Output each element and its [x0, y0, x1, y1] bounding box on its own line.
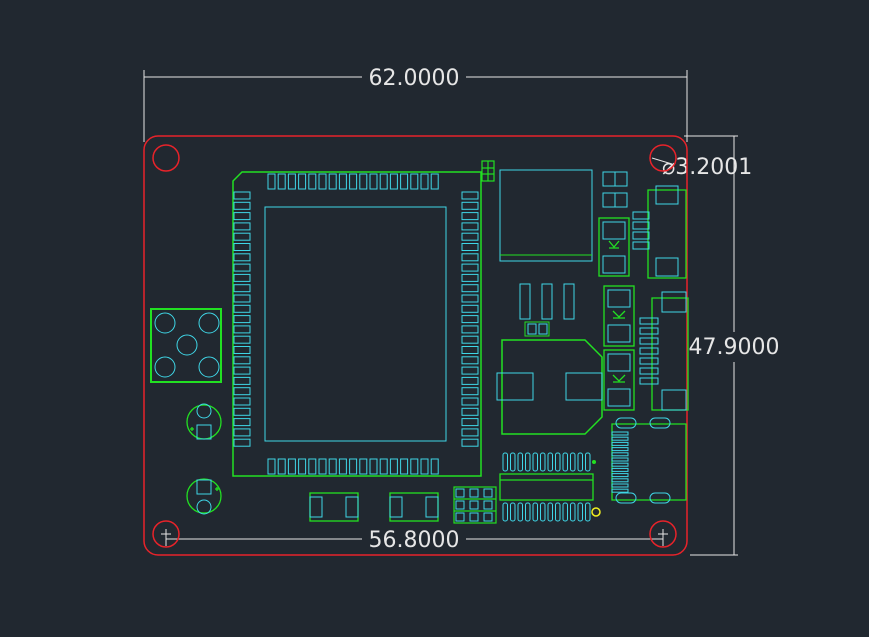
connector-top-right [632, 185, 687, 279]
tactile-switch [150, 308, 222, 383]
pin1-marker [591, 507, 601, 517]
mounting-holes [152, 144, 677, 548]
dimension-hole-diameter-label: ⌀3.2001 [662, 155, 752, 180]
connector-bottom-right [611, 417, 687, 504]
resistor-array [453, 486, 497, 524]
led-bottom [186, 478, 222, 515]
resistor-group [519, 283, 575, 320]
ic-bottom-middle [499, 452, 601, 522]
mounting-hole-top-right [649, 144, 677, 172]
diode-group [598, 171, 635, 411]
module-outline [232, 171, 482, 477]
mounting-hole-bottom-left [152, 520, 180, 548]
connector-middle-right [639, 291, 689, 411]
component-square-shield [499, 169, 593, 262]
dimension-width-label: 62.0000 [369, 66, 460, 91]
chip-body [264, 206, 447, 442]
module-pads [233, 173, 479, 475]
board-outline [143, 135, 688, 556]
led-top [186, 403, 222, 440]
dimension-height-label: 47.9000 [689, 335, 780, 360]
component-inductor [496, 339, 603, 435]
dimension-hole-spacing-label: 56.8000 [369, 528, 460, 553]
small-cap [524, 321, 550, 337]
capacitor-bottom-middle [389, 492, 439, 522]
mounting-hole-bottom-right [649, 520, 677, 548]
mounting-hole-top-left [152, 144, 180, 172]
capacitor-bottom-left [309, 492, 359, 522]
component-small-connector [481, 160, 495, 182]
